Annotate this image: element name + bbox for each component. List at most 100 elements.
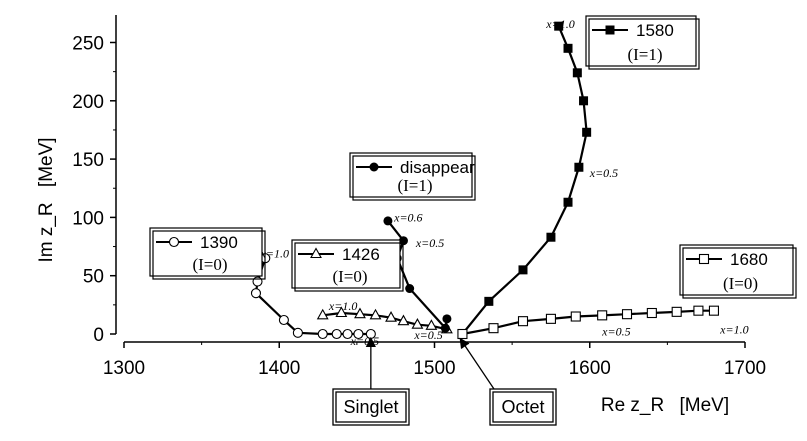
- legend-swatch-marker: [369, 162, 379, 172]
- legend-shadow: [682, 247, 797, 299]
- annotation-label: x=1.0: [260, 247, 289, 261]
- y-tick-label: 150: [72, 150, 104, 171]
- marker-1580: [582, 127, 592, 137]
- marker-disappear: [383, 216, 393, 226]
- marker-1680: [457, 328, 468, 340]
- callout-arrow: [459, 337, 495, 390]
- annotation-label: x=0.5: [601, 325, 630, 339]
- y-tick-label: 200: [72, 92, 104, 113]
- marker-1390: [331, 328, 342, 340]
- legend-swatch-marker: [698, 253, 710, 265]
- y-axis-unit: [MeV]: [36, 137, 57, 187]
- legend-disappear: disappear(I=1): [349, 152, 476, 201]
- legend-swatch-marker: [605, 25, 615, 35]
- marker-1680: [671, 306, 682, 317]
- callout-label: Octet: [501, 397, 544, 417]
- marker-1680: [570, 311, 581, 322]
- callout-outer-box: [489, 388, 557, 426]
- y-tick-label: 250: [72, 33, 104, 54]
- marker-1580: [554, 21, 564, 31]
- legend-shadow: [588, 18, 700, 70]
- legend-box: [349, 152, 473, 198]
- legend-1580: 1580 (I=1): [585, 15, 700, 70]
- legend-shadow: [152, 230, 266, 280]
- callout-inner-box: [492, 391, 554, 423]
- legend-isospin: (I=1): [397, 176, 432, 195]
- marker-1580: [546, 232, 556, 242]
- marker-1580: [574, 162, 584, 172]
- legend-1390: 1390(I=0): [149, 227, 266, 280]
- x-tick-label: 1600: [569, 358, 611, 379]
- legend-box: [585, 15, 697, 67]
- legend-box: [679, 244, 794, 296]
- marker-1580: [563, 43, 573, 53]
- callout-label: Singlet: [343, 397, 398, 417]
- marker-1580: [518, 265, 528, 275]
- legend-swatch-marker: [168, 236, 180, 248]
- series-line-1580: [461, 25, 588, 335]
- marker-disappear: [440, 323, 450, 333]
- marker-1680: [545, 313, 556, 324]
- callouts: Singlet Octet: [332, 336, 557, 426]
- x-tick-label: 1500: [413, 358, 455, 379]
- legend-label: 1390: [200, 233, 238, 252]
- series-line-1390: [254, 257, 371, 336]
- annotation-label: x=1.0: [328, 299, 357, 313]
- marker-1426: [397, 314, 410, 326]
- y-axis-label: Im z_R [MeV]: [36, 137, 57, 262]
- x-tick-label: 1700: [724, 358, 766, 379]
- legend-isospin: (I=1): [627, 45, 662, 64]
- axes: [110, 15, 746, 348]
- annotation-label: x=0.5: [415, 236, 444, 250]
- legend-box: [149, 227, 263, 277]
- marker-1390: [252, 276, 263, 287]
- marker-1390: [317, 328, 328, 340]
- marker-1426: [316, 308, 329, 320]
- marker-1680: [693, 305, 704, 316]
- legends: 1390(I=0) 1426 (I=0) 1580 (I=1) 1680(I=0) disa…: [149, 15, 797, 299]
- legend-label: disappear: [400, 158, 475, 177]
- x-axis-label: Re z_R [MeV]: [601, 395, 729, 416]
- marker-1390: [250, 288, 262, 299]
- y-axis-label-main: Im z_R: [36, 202, 57, 262]
- legend-isospin: (I=0): [332, 267, 367, 286]
- legend-1426: 1426 (I=0): [291, 239, 404, 292]
- legend-shadow: [352, 155, 476, 201]
- legend-box: [291, 239, 401, 289]
- x-axis-unit: [MeV]: [680, 395, 730, 416]
- annotation-label: x=0.5: [589, 166, 618, 180]
- y-tick-label: 100: [72, 208, 104, 229]
- callout-outer-box: [332, 388, 410, 426]
- marker-1580: [579, 96, 589, 106]
- legend-swatch-marker: [310, 247, 322, 259]
- marker-1580: [484, 296, 494, 306]
- callout-inner-box: [335, 391, 407, 423]
- marker-disappear: [442, 314, 452, 324]
- marker-1580: [572, 68, 582, 78]
- legend-label: 1580: [636, 21, 674, 40]
- y-tick-label: 0: [93, 325, 104, 346]
- marker-1390: [353, 328, 364, 340]
- marker-1680: [597, 310, 608, 321]
- annotation-label: x=1.0: [719, 322, 748, 336]
- marker-disappear: [405, 284, 415, 294]
- series-lines: [254, 25, 714, 336]
- legend-label: 1426: [342, 245, 380, 264]
- legend-label: 1680: [730, 250, 768, 269]
- annotation-label: x=1.0: [545, 17, 574, 31]
- y-tick-label: 50: [83, 267, 104, 288]
- annotation-label: x=0.5: [413, 328, 442, 342]
- legend-1680: 1680(I=0): [679, 244, 797, 299]
- marker-1390: [342, 328, 353, 340]
- callout-singlet: Singlet: [332, 336, 410, 426]
- legend-shadow: [294, 242, 404, 292]
- x-tick-label: 1300: [103, 358, 145, 379]
- marker-1680: [621, 309, 633, 320]
- marker-1680: [708, 305, 720, 316]
- marker-1426: [335, 306, 348, 318]
- marker-1680: [517, 316, 529, 327]
- marker-1426: [425, 319, 438, 330]
